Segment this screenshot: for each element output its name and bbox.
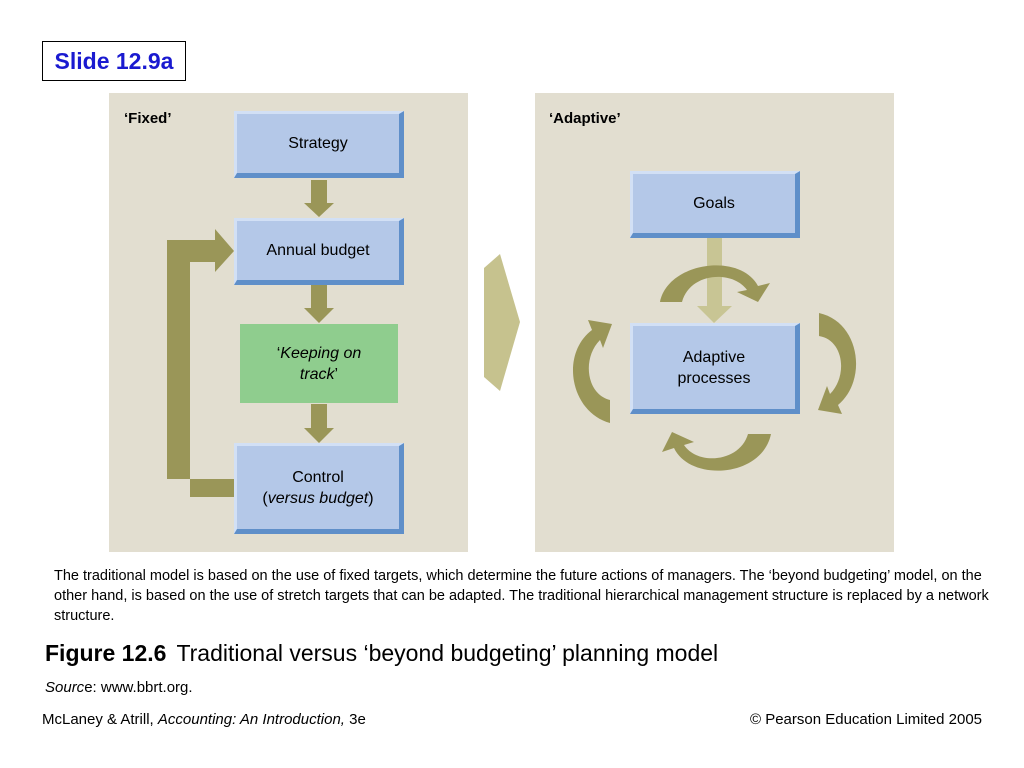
transition-chevron-arrow: [484, 254, 520, 391]
goals-label: Goals: [693, 195, 735, 212]
strategy-label: Strategy: [288, 135, 348, 152]
figure-title: Figure 12.6 Traditional versus ‘beyond bu…: [45, 640, 718, 667]
annual-budget-box: Annual budget: [234, 218, 404, 285]
footer-citation: McLaney & Atrill, Accounting: An Introdu…: [42, 711, 366, 728]
feedback-loop-arrow: [167, 229, 234, 497]
adaptive-processes-label: Adaptive processes: [677, 348, 751, 387]
slide-label: Slide 12.9a: [42, 41, 186, 81]
adaptive-processes-box: Adaptive processes: [630, 323, 800, 414]
cycle-arrow-left: [572, 320, 612, 423]
arrow-strategy-to-budget: [304, 180, 334, 217]
arrow-budget-to-keeping: [304, 285, 334, 323]
figure-caption: The traditional model is based on the us…: [54, 568, 989, 624]
footer-copyright: © Pearson Education Limited 2005: [749, 711, 982, 728]
strategy-box: Strategy: [234, 111, 404, 178]
cycle-arrow-bottom: [662, 432, 771, 471]
arrow-goals-to-processes: [697, 238, 732, 323]
figure-title-text: Traditional versus ‘beyond budgeting’ pl…: [176, 640, 719, 666]
control-label: Control (versus budget): [262, 468, 374, 507]
figure-number: Figure 12.6: [45, 640, 167, 666]
annual-budget-label: Annual budget: [266, 242, 370, 259]
goals-box: Goals: [630, 171, 800, 238]
adaptive-panel-title: ‘Adaptive’: [549, 110, 621, 127]
keeping-on-track-label: ‘Keeping on track’: [276, 344, 362, 383]
cycle-arrow-top: [660, 265, 770, 302]
figure-source: Source: www.bbrt.org.: [45, 679, 193, 696]
arrow-keeping-to-control: [304, 404, 334, 443]
keeping-on-track-box: ‘Keeping on track’: [240, 324, 398, 403]
cycle-arrow-right: [818, 313, 857, 414]
control-box: Control (versus budget): [234, 443, 404, 534]
fixed-panel-title: ‘Fixed’: [124, 110, 172, 127]
